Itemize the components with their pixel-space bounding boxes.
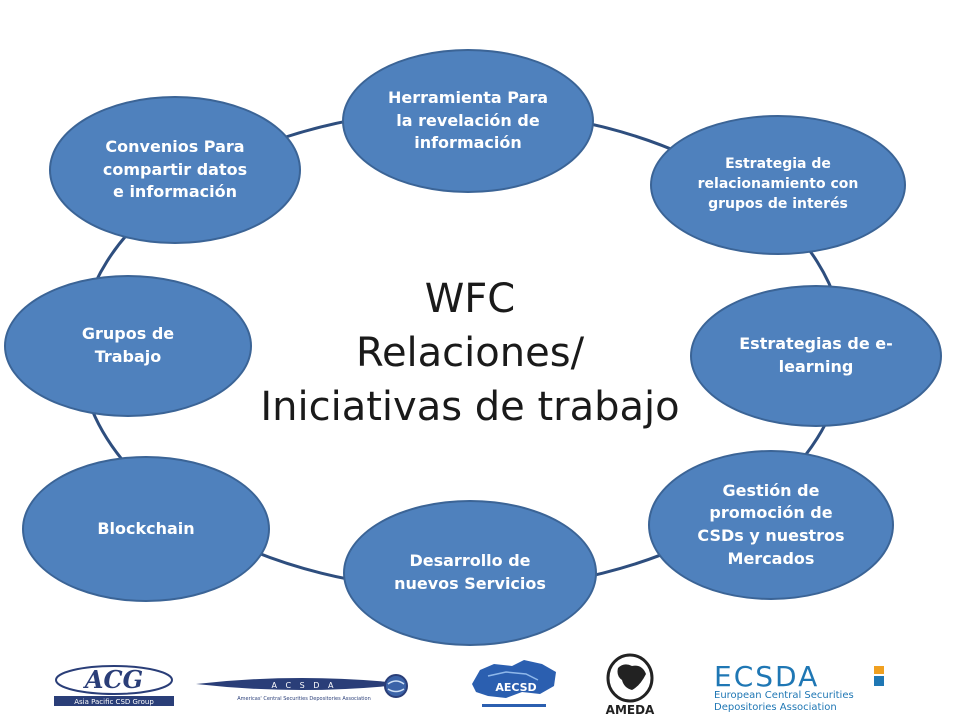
acsda-logo: A C S D A Americas' Central Securities D… [196, 674, 408, 702]
ecsda-logo: ECSDA European Central Securities Deposi… [714, 660, 884, 713]
center-title-line-1: WFC [424, 276, 516, 322]
acsda-logo-caption: Americas' Central Securities Depositorie… [237, 696, 371, 702]
aecsd-logo-text: AECSD [495, 681, 536, 694]
ecsda-logo-text: ECSDA [714, 660, 819, 693]
node-estrategias-elearning: Estrategias de e-learning [690, 285, 942, 427]
node-herramienta: Herramienta Para la revelación de inform… [342, 49, 594, 193]
node-grupos-trabajo: Grupos de Trabajo [4, 275, 252, 417]
node-herramienta-label: Herramienta Para la revelación de inform… [387, 87, 548, 153]
node-convenios: Convenios Para compartir datos e informa… [49, 96, 301, 244]
acg-logo-text: ACG [83, 665, 143, 694]
ecsda-logo-caption-1: European Central Securities [714, 690, 854, 701]
node-estrategias-elearning-label: Estrategias de e-learning [739, 334, 893, 376]
node-blockchain: Blockchain [22, 456, 270, 602]
center-title-line-3: Iniciativas de trabajo [260, 384, 680, 430]
node-estrategia-relacionamiento: Estrategia de relacionamiento con grupos… [650, 115, 906, 255]
node-convenios-label: Convenios Para compartir datos e informa… [102, 136, 248, 202]
center-title-line-2: Relaciones/ [355, 330, 585, 376]
node-grupos-trabajo-label: Grupos de Trabajo [81, 324, 175, 366]
aecsd-logo: AECSD [472, 660, 556, 707]
node-desarrollo-servicios: Desarrollo de nuevos Servicios [343, 500, 597, 646]
footer-logos: ACG Asia Pacific CSD Group A C S D A Ame… [0, 650, 960, 720]
node-estrategia-relacionamiento-label: Estrategia de relacionamiento con grupos… [697, 156, 859, 212]
node-desarrollo-servicios-label: Desarrollo de nuevos Servicios [394, 551, 546, 593]
node-gestion-promocion: Gestión de promoción de CSDs y nuestros … [648, 450, 894, 600]
node-gestion-promocion-label: Gestión de promoción de CSDs y nuestros … [697, 480, 845, 568]
center-title: WFC Relaciones/ Iniciativas de trabajo [230, 272, 710, 434]
ameda-logo-text: AMEDA [606, 703, 655, 717]
acsda-logo-text: A C S D A [272, 681, 337, 690]
acg-logo-caption: Asia Pacific CSD Group [74, 698, 154, 706]
acg-logo: ACG Asia Pacific CSD Group [54, 665, 174, 706]
ameda-logo: AMEDA [606, 653, 655, 717]
node-blockchain-label: Blockchain [97, 518, 195, 538]
ecsda-logo-caption-2: Depositories Association [714, 702, 837, 713]
